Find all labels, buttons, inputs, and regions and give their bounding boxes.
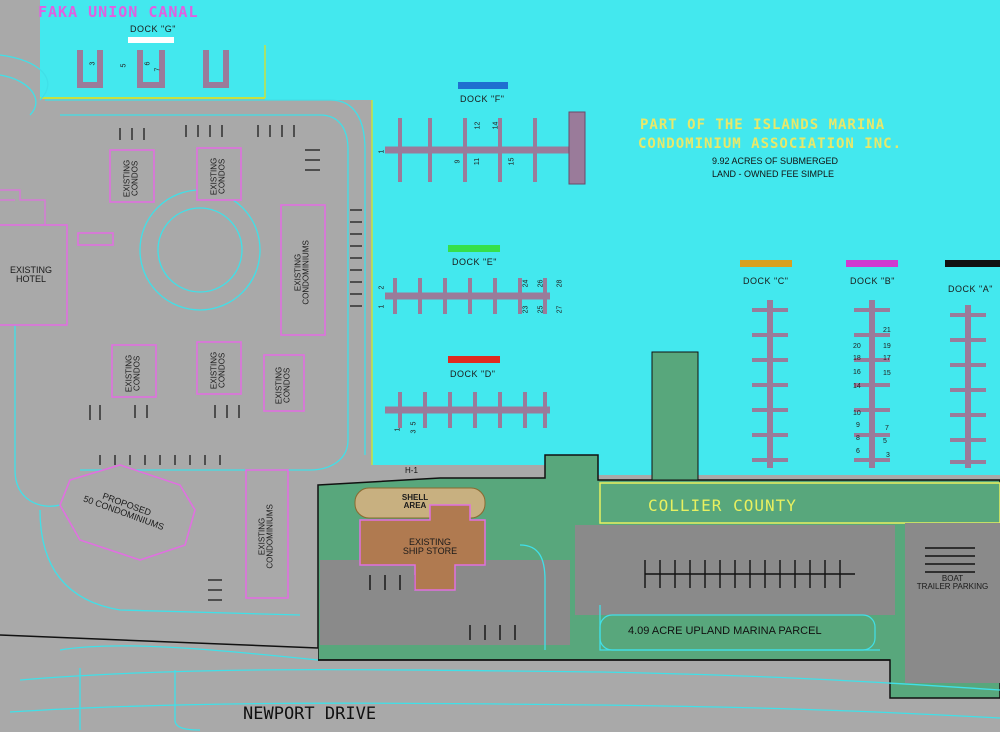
slip-number: 5: [883, 438, 887, 445]
dock-d-swatch: [448, 356, 500, 363]
dock-c-swatch: [740, 260, 792, 267]
condo-label-1: EXISTING CONDOS: [122, 159, 140, 198]
dock-b-label: DOCK "B": [850, 276, 895, 286]
dock-c: [752, 300, 788, 468]
dock-e-swatch: [448, 245, 500, 252]
dock-d: [385, 392, 550, 428]
h1-label: H-1: [405, 466, 418, 475]
slip-number: 2: [378, 285, 386, 290]
dock-d-label: DOCK "D": [450, 369, 496, 379]
slip-number: 21: [883, 327, 891, 334]
slip-number: 3: [89, 61, 97, 66]
dock-g-label: DOCK "G": [130, 24, 176, 34]
dock-g: [77, 50, 229, 88]
dock-b: [854, 300, 890, 468]
dock-c-label: DOCK "C": [743, 276, 789, 286]
slip-number: 18: [853, 355, 861, 362]
association-label-line1: PART OF THE ISLANDS MARINA: [640, 117, 886, 133]
county-strip: [599, 482, 1000, 524]
ship-store-building: [359, 504, 486, 591]
dock-f: [385, 111, 586, 185]
county-label: COLLIER COUNTY: [648, 496, 797, 515]
dock-f-swatch: [458, 82, 508, 89]
dock-e-label: DOCK "E": [452, 257, 497, 267]
boat-trailer-parking-label: BOAT TRAILER PARKING: [916, 574, 989, 592]
slip-number: 20: [853, 343, 861, 350]
boat-trailer-area: [905, 523, 1000, 683]
slip-number: 27: [556, 305, 564, 314]
slip-number: 12: [474, 121, 482, 130]
slip-number: 17: [883, 355, 891, 362]
dock-a-label: DOCK "A": [948, 284, 993, 294]
slip-number: 9: [856, 422, 860, 429]
dock-b-swatch: [846, 260, 898, 267]
condo-building-3: [280, 204, 326, 336]
road-label: NEWPORT DRIVE: [243, 704, 377, 724]
condo-label-5: EXISTING CONDOS: [209, 351, 227, 390]
slip-number: 16: [853, 369, 861, 376]
association-label-line2: CONDOMINIUM ASSOCIATION INC.: [638, 136, 903, 152]
water-area: [0, 0, 1000, 475]
slip-number: 9: [454, 159, 462, 164]
dock-e: [385, 278, 550, 314]
dock-a-swatch: [945, 260, 1000, 267]
proposed-condo-building: [59, 464, 196, 561]
slip-number: 3: [410, 429, 418, 434]
condo-label-6: EXISTING CONDOS: [274, 366, 292, 405]
canal-label: FAKA UNION CANAL: [38, 3, 199, 21]
slip-number: 5: [120, 63, 128, 68]
slip-number: 10: [853, 410, 861, 417]
slip-number: 11: [474, 157, 482, 166]
condo-building-1: [109, 149, 155, 203]
condo-label-3: EXISTING CONDOMINIUMS: [293, 240, 311, 305]
slip-number: 7: [154, 67, 162, 72]
slip-number: 14: [853, 383, 861, 390]
slip-number: 26: [537, 279, 545, 288]
dock-a: [950, 305, 986, 468]
slip-number: 28: [556, 279, 564, 288]
slip-number: 19: [883, 343, 891, 350]
condo-building-7: [245, 469, 289, 599]
condo-label-7: EXISTING CONDOMINIUMS: [257, 504, 275, 569]
dock-f-label: DOCK "F": [460, 94, 505, 104]
slip-number: 7: [885, 425, 889, 432]
slip-number: 6: [144, 61, 152, 66]
slip-number: 1: [378, 149, 386, 154]
submerged-land-label-line1: 9.92 ACRES OF SUBMERGED: [712, 156, 839, 166]
slip-number: 6: [856, 448, 860, 455]
slip-number: 14: [492, 121, 500, 130]
upland-parcel-label: 4.09 ACRE UPLAND MARINA PARCEL: [628, 625, 822, 637]
slip-number: 15: [883, 370, 891, 377]
hotel-building: [0, 224, 68, 326]
shell-area-label: SHELL AREA: [401, 493, 429, 511]
slip-number: 3: [886, 452, 890, 459]
dock-g-swatch: [128, 37, 174, 43]
slip-number: 5: [410, 421, 418, 426]
slip-number: 25: [537, 305, 545, 314]
condo-building-4: [111, 344, 157, 398]
ship-store-label: EXISTING SHIP STORE: [402, 537, 458, 557]
condo-label-2: EXISTING CONDOS: [209, 157, 227, 196]
slip-number: 8: [856, 435, 860, 442]
slip-number: 24: [522, 279, 530, 288]
slip-number: 1: [378, 304, 386, 309]
condo-label-4: EXISTING CONDOS: [124, 354, 142, 393]
slip-number: 23: [522, 305, 530, 314]
slip-number: 15: [508, 157, 516, 166]
condo-building-2: [196, 147, 242, 201]
existing-hotel-label: EXISTING HOTEL: [9, 265, 52, 285]
condo-building-5: [196, 341, 242, 395]
slip-number: 1: [394, 427, 402, 432]
condo-building-6: [263, 354, 305, 412]
submerged-land-label-line2: LAND - OWNED FEE SIMPLE: [712, 169, 835, 179]
